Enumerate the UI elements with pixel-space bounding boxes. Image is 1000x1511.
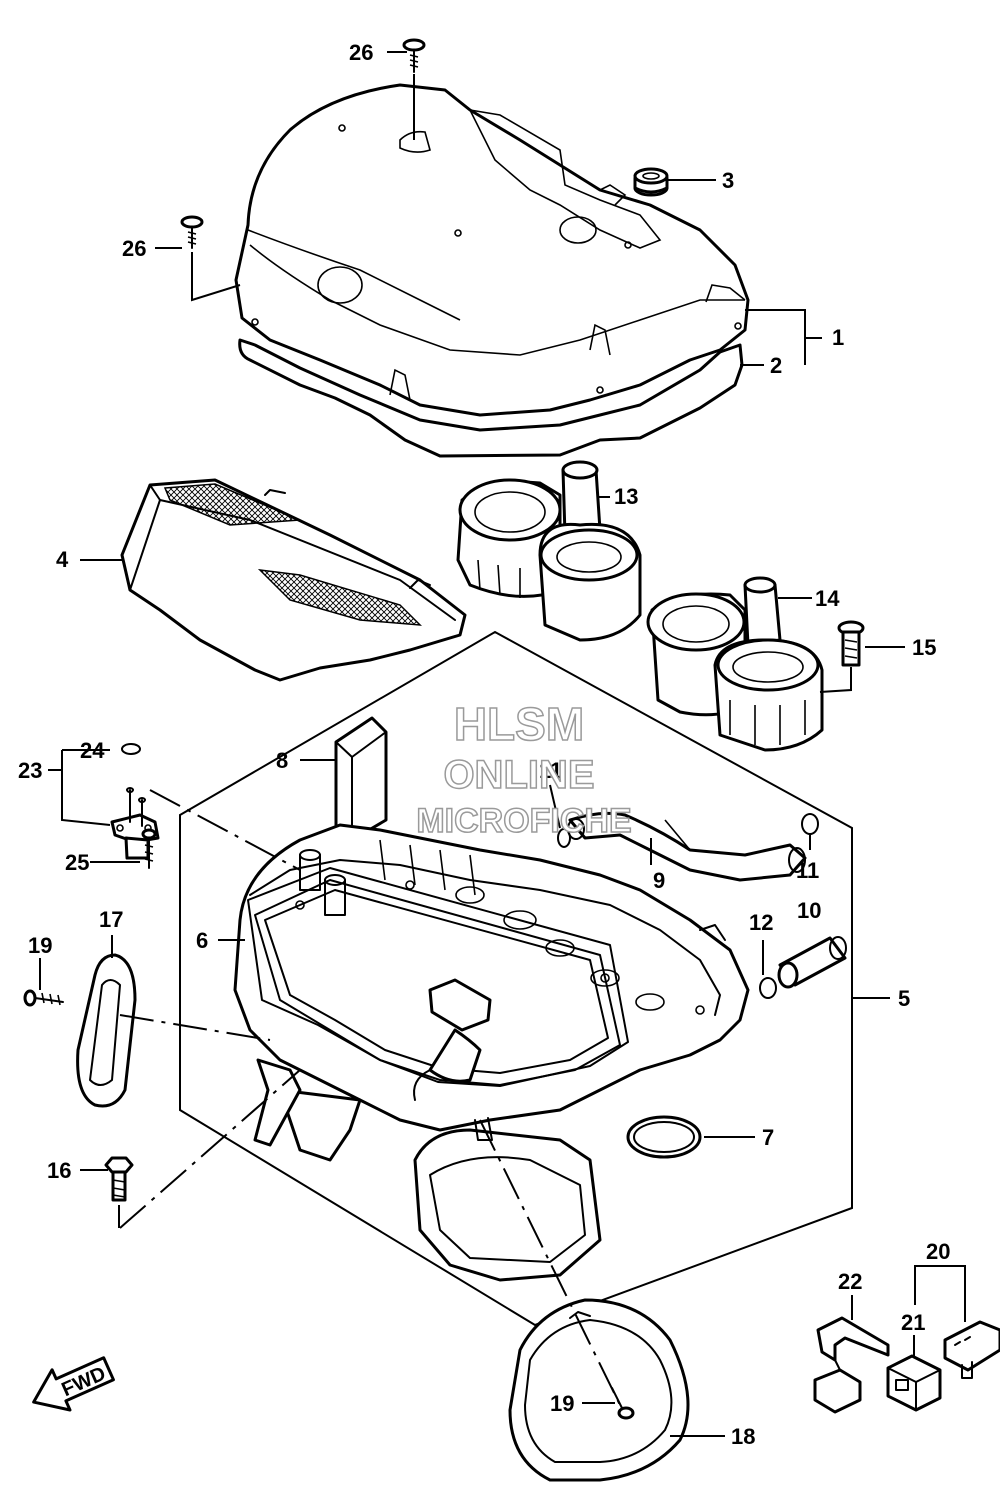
air-filter-element [120, 478, 467, 682]
callout-2: 2 [770, 353, 782, 378]
callout-6: 6 [196, 928, 208, 953]
callout-5: 5 [898, 986, 910, 1011]
seal-17 [76, 953, 137, 1108]
forward-direction-arrow: FWD [32, 1356, 115, 1412]
housing-assembly-boundary [179, 630, 853, 1327]
connector-21 [886, 1354, 942, 1412]
o-ring-24 [121, 743, 141, 755]
air-cleaner-cover [234, 83, 750, 417]
grommet [633, 167, 669, 197]
callout-7: 7 [762, 1125, 774, 1150]
watermark: HLSM ONLINE MICROFICHE [416, 697, 633, 841]
callout-10: 10 [797, 898, 821, 923]
callout-19-left: 19 [28, 933, 52, 958]
callout-11-right: 11 [796, 858, 819, 883]
clamp-11-right [801, 813, 819, 850]
air-cleaner-case [233, 823, 750, 1282]
callout-4: 4 [56, 547, 69, 572]
callout-3: 3 [722, 168, 734, 193]
hose-9 [567, 811, 807, 882]
clip-22 [813, 1316, 890, 1414]
centerline-bolt-16 [119, 1069, 301, 1229]
centerline-seal-17 [119, 1014, 271, 1041]
callout-13: 13 [614, 484, 638, 509]
centerline-sensor [149, 789, 301, 871]
bolt-15 [819, 620, 865, 693]
hose-10 [777, 936, 847, 989]
funnel-13 [456, 460, 642, 642]
callout-22: 22 [838, 1269, 862, 1294]
callout-20: 20 [926, 1239, 950, 1264]
callout-16: 16 [47, 1158, 71, 1183]
callout-17: 17 [99, 907, 123, 932]
callout-15: 15 [912, 635, 936, 660]
case-seal [247, 867, 629, 1087]
screw-26-top [402, 38, 426, 140]
connector-20 [943, 1320, 1000, 1379]
clamp-12 [759, 940, 777, 999]
callout-12: 12 [749, 910, 773, 935]
watermark-line-1: HLSM [454, 698, 584, 750]
callout-1: 1 [832, 325, 844, 350]
callout-14: 14 [815, 586, 840, 611]
callout-19-bottom: 19 [550, 1391, 574, 1416]
callout-8: 8 [276, 748, 288, 773]
duct-18 [508, 1298, 690, 1482]
screw-26-left [180, 215, 241, 302]
callout-9: 9 [653, 868, 665, 893]
screw-25 [141, 828, 157, 869]
leader-lines [48, 51, 966, 1437]
o-ring [626, 1115, 702, 1159]
watermark-line-3: MICROFICHE [416, 802, 631, 840]
watermark-line-2: ONLINE [443, 753, 594, 797]
block-8 [334, 716, 388, 842]
callout-11-left: 11 [539, 758, 562, 783]
sensor-assembly-23 [110, 787, 160, 860]
callout-26-top: 26 [349, 40, 373, 65]
cover-gasket [238, 338, 744, 458]
callout-26-left: 26 [122, 236, 146, 261]
bolt-16 [104, 1156, 134, 1228]
callout-labels: 1 2 3 4 5 6 7 8 9 10 11 11 12 13 14 15 1… [18, 40, 950, 1449]
callout-25: 25 [65, 850, 89, 875]
callout-21: 21 [901, 1310, 925, 1335]
callout-23: 23 [18, 758, 42, 783]
funnel-14 [646, 576, 824, 752]
screw-19-left [23, 989, 64, 1007]
callout-18: 18 [731, 1424, 755, 1449]
clamp-11-left [549, 784, 571, 848]
callout-24: 24 [80, 738, 105, 763]
